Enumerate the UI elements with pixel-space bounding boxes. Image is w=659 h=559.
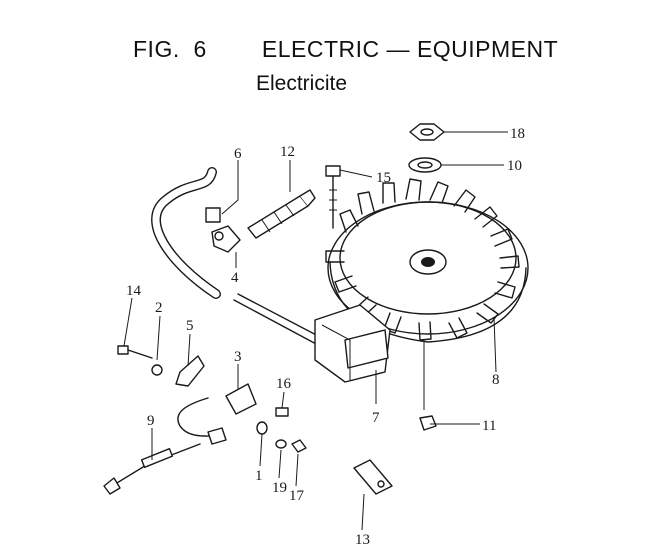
callout-15: 15: [376, 170, 391, 186]
figure-title-text: ELECTRIC — EQUIPMENT: [261, 36, 559, 62]
washer-2: [151, 364, 163, 376]
callout-9: 9: [147, 413, 155, 429]
ignition-coil: [233, 293, 391, 383]
hose: [151, 167, 221, 299]
plug-cap: [211, 225, 241, 253]
callout-labels: 18 10 15 12 6 4 14 2 5 3 16 7 8 11 9 1 1…: [126, 126, 525, 548]
callout-14: 14: [126, 283, 142, 299]
bolt-14: [117, 345, 153, 359]
callout-3: 3: [234, 349, 242, 365]
screw-16: [275, 407, 289, 417]
bracket-5: [175, 355, 205, 387]
flywheel-nut: [409, 123, 445, 141]
callout-8: 8: [492, 372, 500, 388]
flywheel-bolt: [325, 165, 341, 229]
spark-plug: [247, 189, 316, 239]
nut-17: [291, 439, 307, 453]
callout-7: 7: [372, 410, 380, 426]
switch-3: [225, 383, 257, 415]
callout-13: 13: [355, 532, 370, 548]
spacer-1: [256, 421, 268, 435]
callout-5: 5: [186, 318, 194, 334]
callout-10: 10: [507, 158, 522, 174]
callout-12: 12: [280, 144, 295, 160]
figure-title: FIG. 6 ELECTRIC — EQUIPMENT: [133, 36, 558, 63]
clip-13: [353, 459, 393, 495]
callout-6: 6: [234, 146, 242, 162]
callout-11: 11: [482, 418, 496, 434]
callout-19: 19: [272, 480, 287, 496]
woodruff-key: [419, 415, 437, 431]
figure-number: FIG. 6: [133, 36, 207, 62]
callout-1: 1: [255, 468, 263, 484]
callout-17: 17: [289, 488, 305, 504]
flywheel: [325, 178, 529, 343]
callout-2: 2: [155, 300, 163, 316]
leader-lines: [123, 131, 508, 531]
callout-4: 4: [231, 270, 239, 286]
washer: [408, 157, 442, 173]
callout-18: 18: [510, 126, 525, 142]
stop-wire: [103, 397, 227, 495]
callout-16: 16: [276, 376, 292, 392]
figure-subtitle: Electricite: [256, 72, 348, 95]
washer-19: [275, 439, 287, 449]
